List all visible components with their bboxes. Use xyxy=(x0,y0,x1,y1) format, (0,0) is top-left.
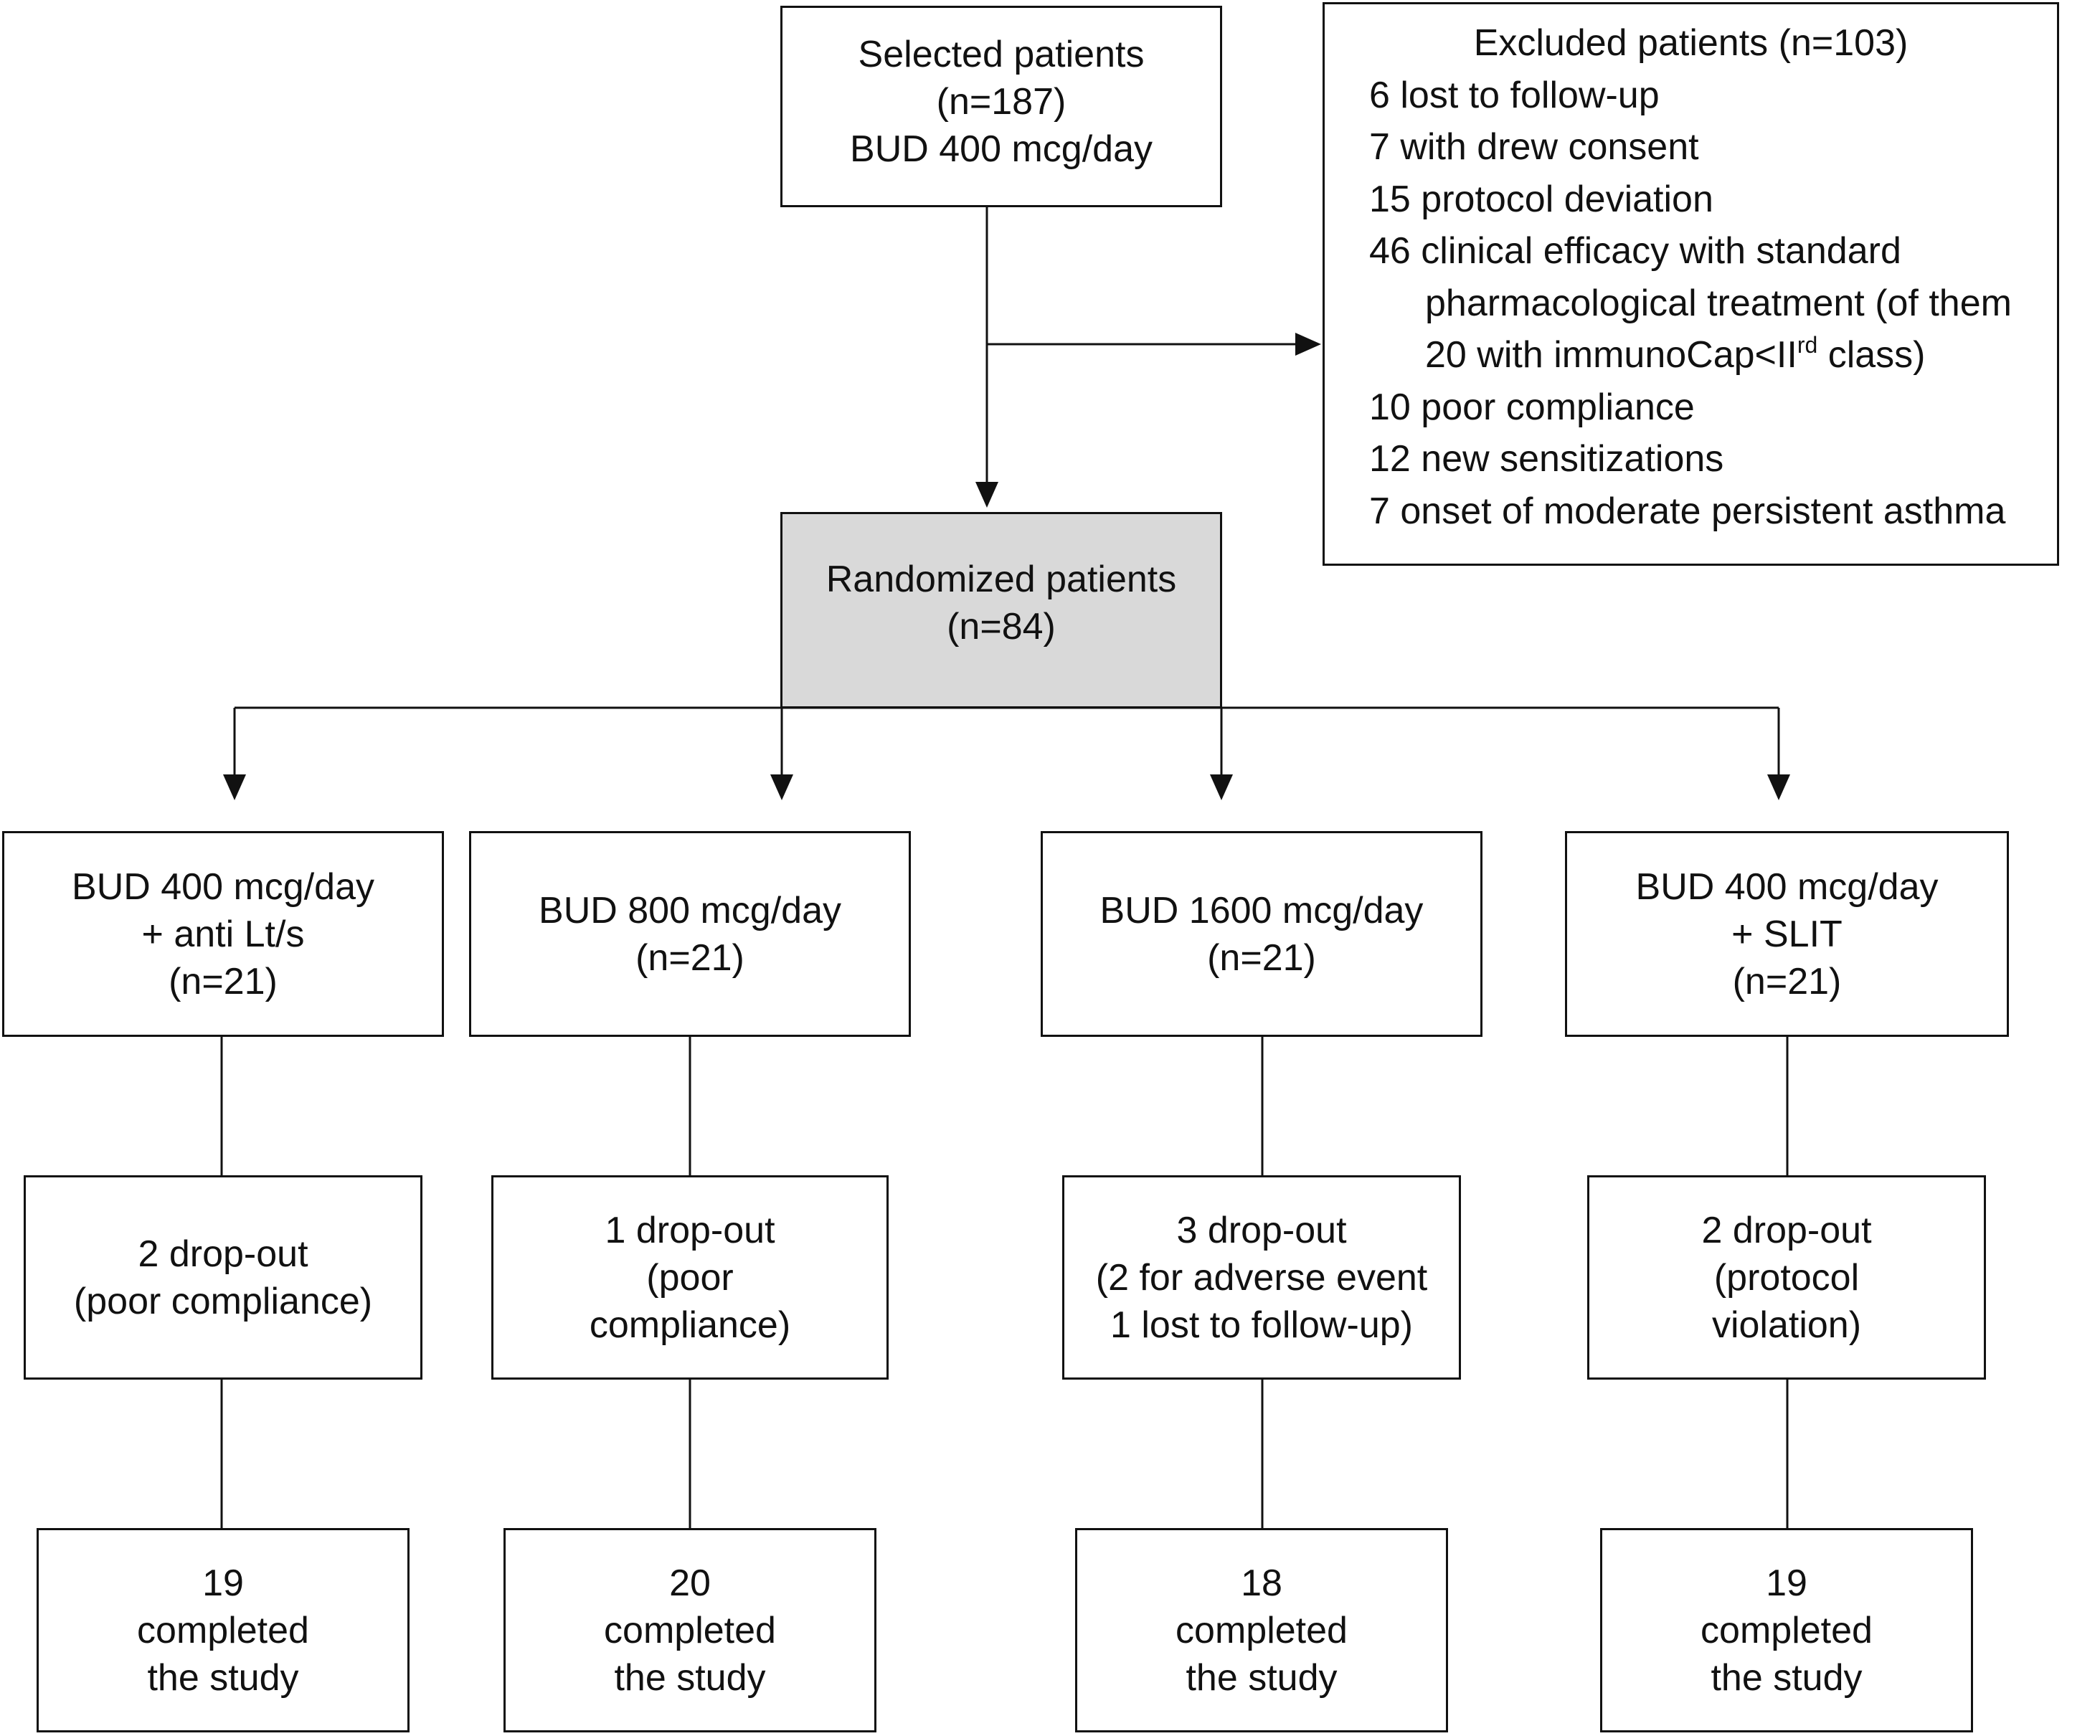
arm2-treatment-count: (n=21) xyxy=(635,936,744,979)
arm1-dropout-box: 2 drop-out (poor compliance) xyxy=(24,1175,422,1380)
arm3-completed-line: the study xyxy=(1186,1656,1338,1699)
arrowhead-to-arm1 xyxy=(223,774,246,800)
randomized-count: (n=84) xyxy=(947,606,1056,648)
arm2-dropout-line: compliance) xyxy=(589,1304,791,1346)
arm2-completed-line: the study xyxy=(614,1656,766,1699)
selected-title: Selected patients xyxy=(858,33,1145,75)
arm3-dropout-line: (2 for adverse event xyxy=(1095,1256,1428,1299)
arm4-completed-line: the study xyxy=(1711,1656,1863,1699)
selected-patients-box: Selected patients (n=187) BUD 400 mcg/da… xyxy=(780,6,1222,207)
arm3-dropout-line: 1 lost to follow-up) xyxy=(1110,1304,1413,1346)
arm3-completed-line: completed xyxy=(1176,1609,1348,1651)
excluded-item-protocol-deviation: 15 protocol deviation xyxy=(1369,178,1713,220)
arm1-completed-count: 19 xyxy=(202,1562,244,1604)
arm3-treatment-count: (n=21) xyxy=(1207,936,1316,979)
arm4-dropout-line: 2 drop-out xyxy=(1701,1209,1872,1251)
excluded-item-new-sensitizations: 12 new sensitizations xyxy=(1369,438,1724,480)
arm3-treatment-box: BUD 1600 mcg/day (n=21) xyxy=(1041,831,1482,1037)
arm1-treatment-line: BUD 400 mcg/day xyxy=(72,865,374,908)
randomized-patients-box: Randomized patients (n=84) xyxy=(780,512,1222,708)
arm4-treatment-box: BUD 400 mcg/day + SLIT (n=21) xyxy=(1565,831,2009,1037)
arm4-completed-box: 19 completed the study xyxy=(1600,1528,1973,1732)
arm4-dropout-line: violation) xyxy=(1711,1304,1862,1346)
arm2-dropout-line: 1 drop-out xyxy=(605,1209,775,1251)
arm4-treatment-count: (n=21) xyxy=(1732,960,1842,1002)
arm4-dropout-line: (protocol xyxy=(1713,1256,1860,1299)
excluded-item-asthma-onset: 7 onset of moderate persistent asthma xyxy=(1369,490,2006,532)
arm2-completed-box: 20 completed the study xyxy=(503,1528,876,1732)
excluded-item-withdrew-consent: 7 with drew consent xyxy=(1369,126,1699,168)
arm1-dropout-line: 2 drop-out xyxy=(138,1233,308,1275)
arm2-completed-line: completed xyxy=(604,1609,776,1651)
excluded-item-lost-follow-up: 6 lost to follow-up xyxy=(1369,74,1660,116)
arm2-dropout-box: 1 drop-out (poor compliance) xyxy=(491,1175,889,1380)
arm1-completed-line: completed xyxy=(137,1609,309,1651)
arrowhead-to-arm2 xyxy=(770,774,793,800)
arm1-treatment-line: + anti Lt/s xyxy=(141,913,305,955)
arm4-treatment-line: BUD 400 mcg/day xyxy=(1635,865,1939,908)
arm3-completed-count: 18 xyxy=(1241,1562,1282,1604)
arm2-dropout-line: (poor xyxy=(646,1256,734,1299)
arm4-dropout-box: 2 drop-out (protocol violation) xyxy=(1587,1175,1986,1380)
selected-dose: BUD 400 mcg/day xyxy=(850,128,1153,170)
excluded-item-clinical-efficacy-cont2: 20 with immunoCap<IIrd class) xyxy=(1425,332,1926,376)
excluded-item-clinical-efficacy-cont1: pharmacological treatment (of them xyxy=(1425,282,2012,324)
arm2-treatment-box: BUD 800 mcg/day (n=21) xyxy=(469,831,911,1037)
arm4-completed-count: 19 xyxy=(1766,1562,1807,1604)
arm2-treatment-line: BUD 800 mcg/day xyxy=(539,889,841,931)
excluded-item-poor-compliance: 10 poor compliance xyxy=(1369,386,1695,428)
arm1-treatment-box: BUD 400 mcg/day + anti Lt/s (n=21) xyxy=(2,831,444,1037)
superscript-rd: rd xyxy=(1797,332,1818,358)
arm3-dropout-box: 3 drop-out (2 for adverse event 1 lost t… xyxy=(1062,1175,1461,1380)
arm3-treatment-line: BUD 1600 mcg/day xyxy=(1099,889,1424,931)
arm1-treatment-count: (n=21) xyxy=(169,960,278,1002)
arm1-completed-line: the study xyxy=(147,1656,299,1699)
arm4-completed-line: completed xyxy=(1701,1609,1873,1651)
arm4-treatment-line: + SLIT xyxy=(1731,913,1843,955)
arrowhead-to-excluded xyxy=(1295,333,1321,356)
arrowhead-to-randomized xyxy=(975,482,998,508)
arm1-completed-box: 19 completed the study xyxy=(37,1528,410,1732)
arm3-dropout-line: 3 drop-out xyxy=(1176,1209,1347,1251)
excluded-title: Excluded patients (n=103) xyxy=(1473,22,1909,64)
selected-count: (n=187) xyxy=(936,80,1066,123)
excluded-item-clinical-efficacy: 46 clinical efficacy with standard xyxy=(1369,230,1901,272)
arm3-completed-box: 18 completed the study xyxy=(1075,1528,1448,1732)
arm2-completed-count: 20 xyxy=(669,1562,711,1604)
arrowhead-to-arm4 xyxy=(1767,774,1790,800)
excluded-patients-box: Excluded patients (n=103) 6 lost to foll… xyxy=(1323,2,2059,566)
randomized-title: Randomized patients xyxy=(826,559,1177,600)
arm1-dropout-line: (poor compliance) xyxy=(73,1280,373,1322)
arrowhead-to-arm3 xyxy=(1210,774,1233,800)
